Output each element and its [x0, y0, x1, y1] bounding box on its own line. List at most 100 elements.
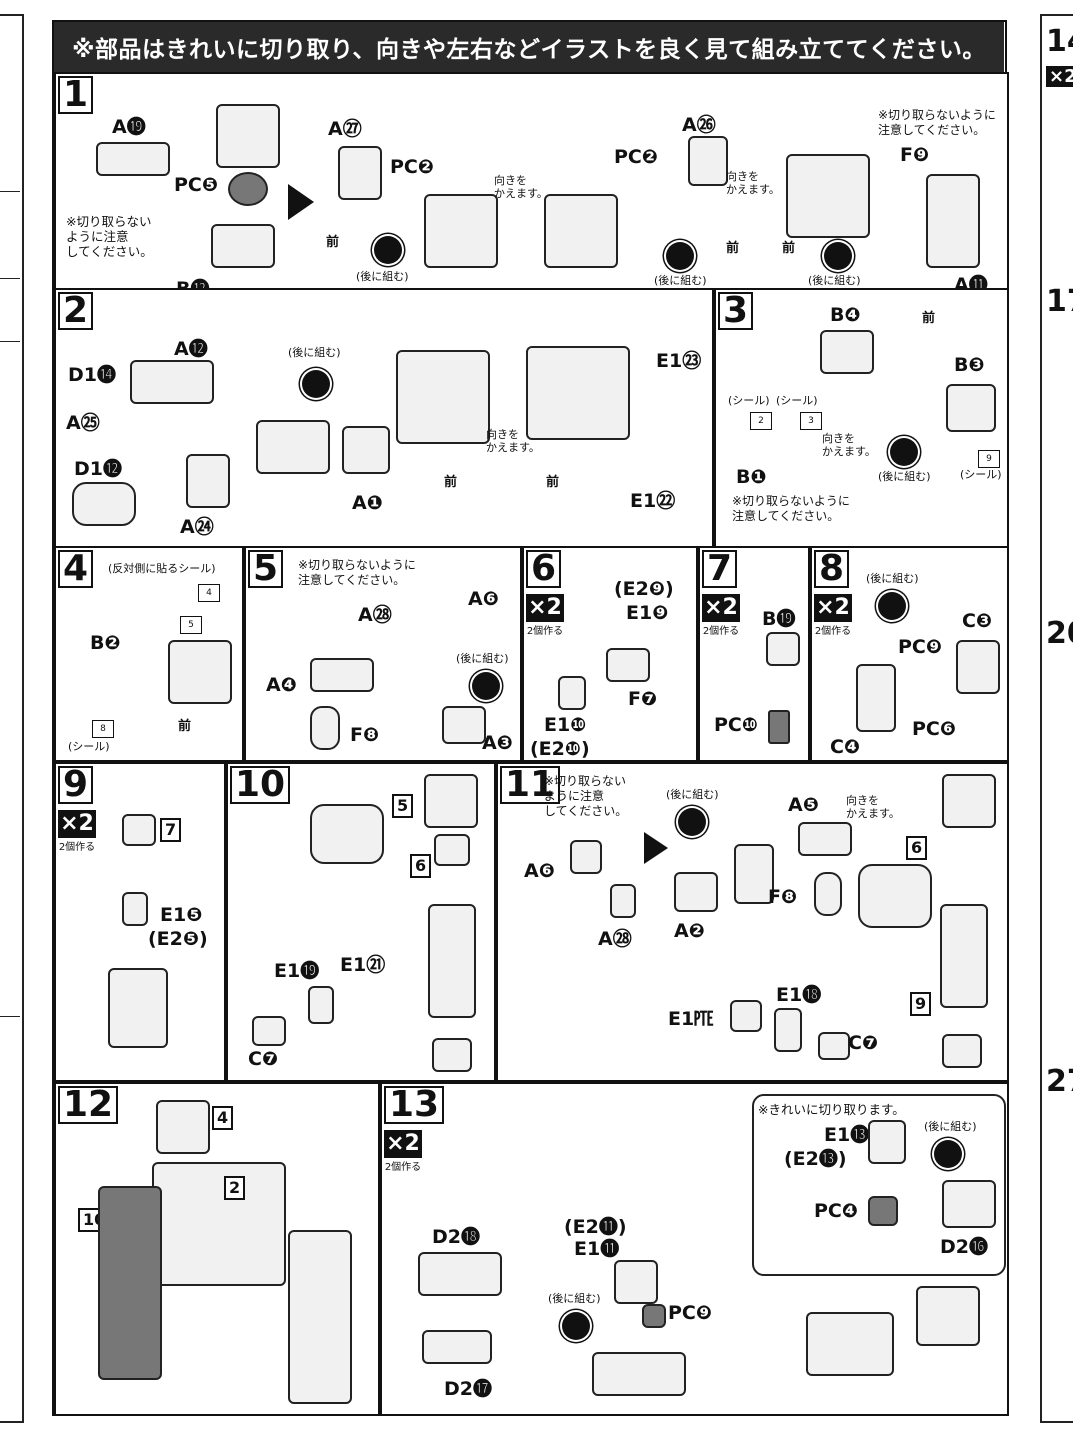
step-number: 9	[58, 766, 94, 804]
part-drawing	[396, 350, 490, 444]
part-label: E1⓭	[824, 1124, 870, 1146]
detail-callout	[814, 872, 842, 916]
step-number: 5	[248, 550, 284, 588]
cut-cleanly-note: ※きれいに切り取ります。	[758, 1102, 905, 1117]
part-drawing	[806, 1312, 894, 1376]
part-label: PC❿	[714, 714, 758, 736]
front-label: 前	[546, 475, 560, 490]
front-label: 前	[726, 241, 740, 256]
step-reference: 5	[392, 794, 414, 818]
later-label: (後に組む)	[866, 572, 919, 585]
part-drawing	[256, 420, 330, 474]
front-label: 前	[326, 235, 340, 250]
edge-divider	[0, 341, 20, 342]
detail-callout	[310, 706, 340, 750]
part-label: (E2❺)	[148, 928, 208, 950]
later-assembly-marker	[472, 672, 500, 700]
make-two-badge: ×2 2個作る	[58, 810, 96, 853]
part-drawing	[820, 330, 874, 374]
later-assembly-marker	[824, 242, 852, 270]
step-13-panel: 13 ×2 2個作る ※きれいに切り取ります。 E1⓭ (E2⓭) (後に組む)…	[380, 1082, 1009, 1416]
part-label: D1⓬	[74, 458, 122, 480]
x2-badge: ×2	[384, 1130, 422, 1158]
part-label: C❹	[830, 736, 861, 758]
step-2-panel: 2 A⓬ D1⓮ A㉕ D1⓬ A㉔ (後に組む) A❶ 前 向きを かえます。…	[54, 288, 714, 548]
part-label: B⓳	[762, 608, 796, 630]
make-two-caption: 2個作る	[384, 1162, 422, 1173]
part-drawing	[418, 1252, 502, 1296]
part-drawing	[442, 706, 486, 744]
part-label: E1㉑	[340, 954, 386, 976]
part-label: A⓳	[112, 116, 146, 138]
part-drawing	[946, 384, 996, 432]
next-arrow-icon	[644, 832, 668, 864]
part-drawing	[856, 664, 896, 732]
later-assembly-marker	[302, 370, 330, 398]
part-drawing	[544, 194, 618, 268]
later-assembly-marker	[878, 592, 906, 620]
turn-note: 向きを かえます。	[726, 170, 780, 196]
detail-callout	[310, 804, 384, 864]
part-label: D1⓮	[68, 364, 116, 386]
caution-note: ※切り取らないように 注意してください。	[878, 108, 996, 137]
part-label: E1❺	[160, 904, 203, 926]
step-number: 2	[58, 292, 94, 330]
step-number: 6	[526, 550, 562, 588]
part-drawing	[424, 774, 478, 828]
part-drawing	[288, 1230, 352, 1404]
step-7-panel: 7 ×2 2個作る B⓳ PC❿	[698, 546, 810, 762]
later-label: (後に組む)	[666, 788, 719, 801]
opposite-side-seal-note: (反対側に貼るシール)	[108, 562, 216, 575]
part-label: E1㉓	[656, 350, 702, 372]
part-label: E1⓳	[274, 960, 320, 982]
caution-note: ※切り取らない ように注意 してください。	[66, 214, 153, 259]
seal-number: 2	[750, 412, 772, 430]
part-drawing	[956, 640, 1000, 694]
edge-divider	[0, 1016, 20, 1017]
part-label: C❼	[248, 1048, 279, 1070]
part-label: A❹	[266, 674, 297, 696]
part-label: PC❾	[668, 1302, 712, 1324]
next-arrow-icon	[288, 184, 314, 220]
front-label: 前	[178, 719, 192, 734]
part-label: (E2⓫)	[564, 1216, 627, 1238]
part-drawing	[798, 822, 852, 856]
part-drawing	[156, 1100, 210, 1154]
part-label: F❽	[768, 886, 798, 908]
part-drawing	[688, 136, 728, 186]
make-two-badge: ×2 2個作る	[814, 594, 852, 637]
part-label: F❽	[350, 724, 380, 746]
part-drawing	[570, 840, 602, 874]
part-label: E1⓲	[776, 984, 822, 1006]
next-step-number: 17	[1046, 284, 1073, 319]
part-label: E1❾	[626, 602, 669, 624]
part-drawing	[818, 1032, 850, 1060]
part-label: D2⓱	[444, 1378, 492, 1400]
step-reference: 9	[910, 992, 932, 1016]
later-label: (後に組む)	[924, 1120, 977, 1133]
front-label: 前	[922, 311, 936, 326]
later-assembly-marker	[562, 1312, 590, 1340]
part-drawing	[868, 1196, 898, 1226]
part-label: PC❺	[174, 174, 218, 196]
part-label: (E2❾)	[614, 578, 674, 600]
part-drawing	[766, 632, 800, 666]
part-drawing	[592, 1352, 686, 1396]
caution-note: ※切り取らない ように注意 してください。	[544, 774, 628, 818]
part-drawing	[168, 640, 232, 704]
part-label: A❷	[674, 920, 705, 942]
part-label: PC❻	[912, 718, 956, 740]
turn-note: 向きを かえます。	[822, 432, 876, 458]
part-drawing	[786, 154, 870, 238]
previous-page-edge	[0, 14, 24, 1423]
part-drawing	[734, 844, 774, 904]
detail-callout	[858, 864, 932, 928]
step-9-panel: 9 ×2 2個作る 7 E1❺ (E2❺)	[54, 762, 226, 1082]
seal-label: (シール)	[776, 394, 818, 407]
part-label: PC❹	[814, 1200, 858, 1222]
part-label: E1⓫	[574, 1238, 620, 1260]
banner-text: ※部品はきれいに切り取り、向きや左右などイラストを良く見て組み立ててください。	[72, 37, 986, 63]
x2-badge: ×2	[526, 594, 564, 622]
step-8-panel: 8 ×2 2個作る (後に組む) C❸ PC❾ PC❻ C❹	[810, 546, 1009, 762]
part-drawing	[610, 884, 636, 918]
